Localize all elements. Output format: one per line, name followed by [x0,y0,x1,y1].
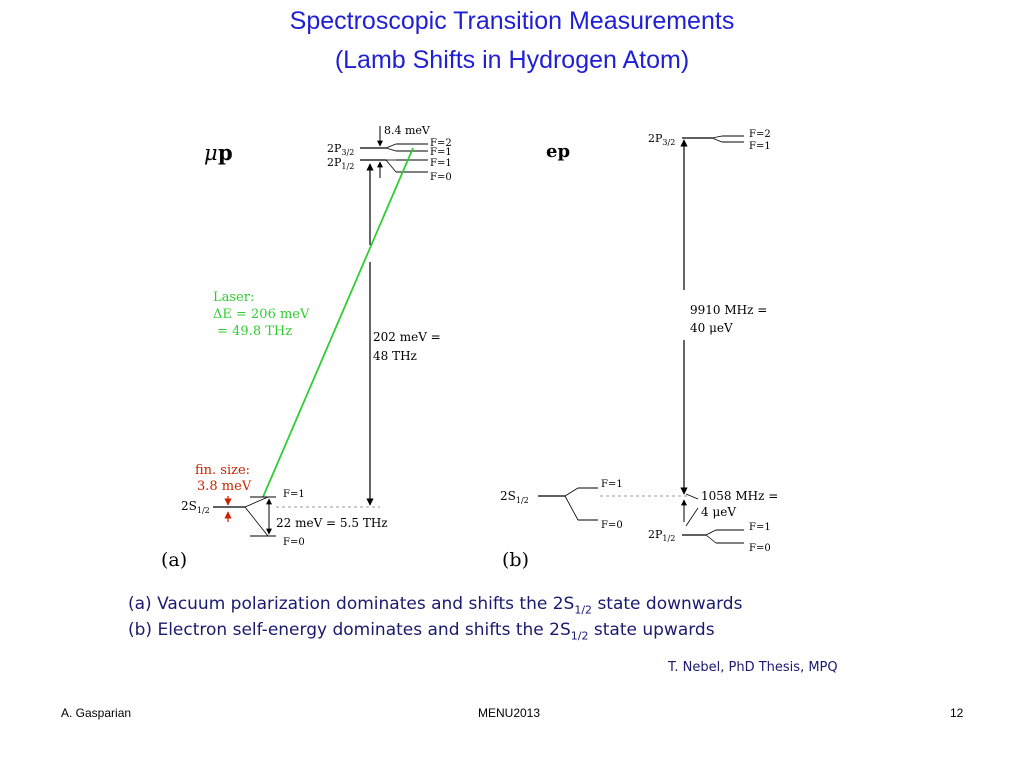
connector [244,496,269,508]
connector [385,143,397,149]
f-label-2s-f1: F=1 [283,489,305,500]
laser-label-line3: = 49.8 THz [213,324,292,339]
panel-b: ep 2P3/2 F=2 F=1 9910 MHz = 40 μeV 2S1/2… [500,129,778,571]
transition-label-line2: 48 THz [373,349,417,363]
figure-credit: T. Nebel, PhD Thesis, MPQ [668,660,838,675]
connector [385,147,397,152]
f-label-b-top-2: F=2 [749,129,771,140]
panel-b-label: (b) [502,549,529,571]
panel-a-heading-mu: μ [204,141,218,165]
lamb-label-line2: 4 μeV [701,505,736,519]
label-b-2p32: 2P3/2 [648,132,675,147]
f-label-b-2p12-f0: F=0 [749,543,771,554]
label-2p32: 2P3/2 [327,142,354,157]
laser-label-line1: Laser: [213,290,254,305]
connector [711,135,723,139]
transition-label-line1: 202 meV = [373,330,441,344]
lamb-label-line1: 1058 MHz = [701,489,778,503]
b-transition-label-line1: 9910 MHz = [690,303,767,317]
caption-b: (b) Electron self-energy dominates and s… [128,620,715,643]
fin-size-label-line1: fin. size: [195,463,250,478]
connector [705,529,717,536]
connector [685,493,699,500]
b-transition-label-line2: 40 μeV [690,321,733,335]
connector [685,507,699,527]
panel-a-label: (a) [161,549,187,571]
fine-split-label: 8.4 meV [384,124,431,137]
hfs-label: 22 meV = 5.5 THz [276,516,388,530]
footer-page-number: 12 [950,706,964,720]
label-2p12: 2P1/2 [327,156,354,171]
energy-level-diagram: μ p 2P3/2 2P1/2 F=2 F=1 F=1 F=0 8.4 meV … [161,124,778,571]
caption-a: (a) Vacuum polarization dominates and sh… [128,594,743,617]
connector [244,506,269,537]
laser-label-line2: ΔE = 206 meV [213,307,310,322]
f-label-b-2p12-f1: F=1 [749,522,771,533]
f-label-2s-f0: F=0 [283,537,305,548]
footer-author: A. Gasparian [61,706,132,720]
connector [705,534,717,544]
f-label-1a: F=1 [430,147,452,158]
label-b-2s12: 2S1/2 [500,489,529,505]
panel-b-heading: ep [546,141,570,162]
f-label-0: F=0 [430,172,452,183]
connector [711,137,723,143]
connector [385,159,397,173]
f-label-1b: F=1 [430,158,452,169]
slide-title-line2: (Lamb Shifts in Hydrogen Atom) [334,46,690,74]
panel-a: μ p 2P3/2 2P1/2 F=2 F=1 F=1 F=0 8.4 meV … [161,124,452,571]
label-2s12: 2S1/2 [181,499,210,515]
slide-title-line1: Spectroscopic Transition Measurements [289,7,735,35]
label-b-2p12: 2P1/2 [648,528,675,543]
connector [564,487,579,497]
f-label-b-top-1: F=1 [749,141,771,152]
f-label-2: F=2 [430,138,452,149]
footer-event: MENU2013 [478,706,541,720]
f-label-b-2s-f0: F=0 [601,520,623,531]
panel-a-heading-p: p [218,140,233,165]
laser-line [262,147,414,498]
fin-size-label-line2: 3.8 meV [197,479,252,494]
connector [564,495,579,521]
f-label-b-2s-f1: F=1 [601,479,623,490]
